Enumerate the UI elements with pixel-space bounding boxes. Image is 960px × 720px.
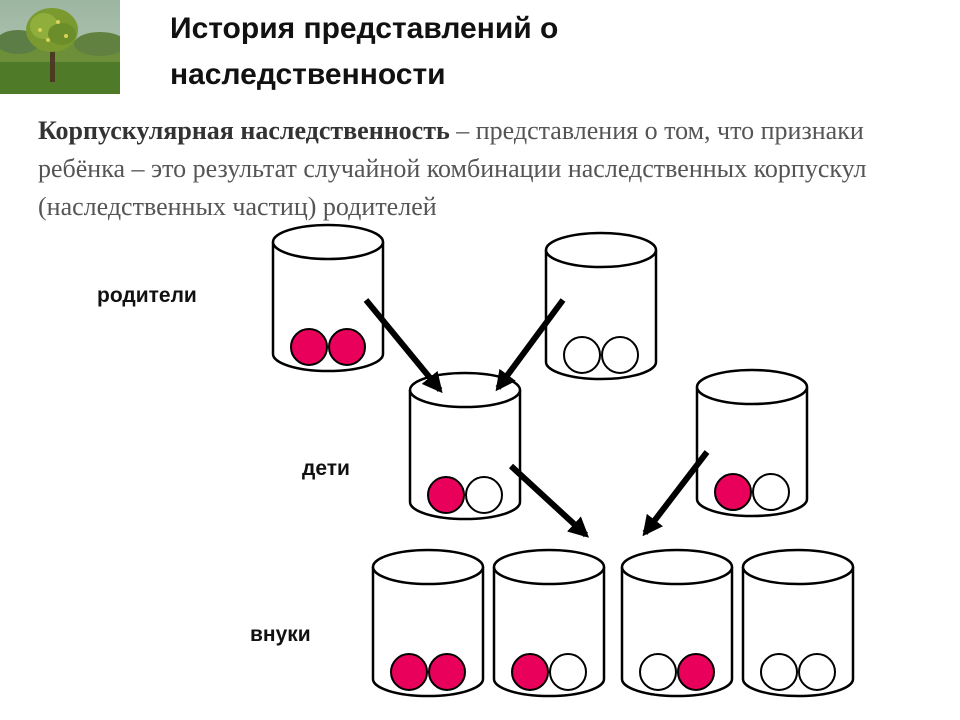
vessel-children-1: [408, 371, 522, 521]
label-grandchildren: внуки: [250, 623, 311, 646]
particle-filled: [390, 653, 428, 691]
particle-filled: [427, 476, 465, 514]
vessel-rim: [695, 368, 809, 406]
vessel-grandchildren-1: [371, 548, 485, 698]
particle-filled: [677, 653, 715, 691]
arrows: [363, 298, 710, 538]
title-line-1: История представлений о: [170, 12, 559, 45]
definition-text: – представления о том, что признаки ребё…: [38, 116, 867, 221]
particle-empty: [601, 336, 639, 374]
inheritance-arrow-2: [495, 298, 566, 392]
vessel-body: [271, 242, 385, 373]
vessel-body: [544, 250, 658, 381]
vessel-body: [371, 567, 485, 698]
label-children: дети: [302, 457, 350, 480]
vessel-children-2: [695, 368, 809, 518]
vessel-parents-1: [271, 223, 385, 373]
vessel-rim: [544, 231, 658, 269]
vessels: [271, 223, 855, 698]
vessel-rim: [371, 548, 485, 586]
definition-term: Корпускулярная наследственность: [38, 116, 450, 145]
vessel-parents-2: [544, 231, 658, 381]
title-line-2: наследственности: [170, 58, 446, 91]
slide-title: История представлений о наследственности: [170, 6, 950, 98]
inheritance-arrow-3: [508, 463, 590, 538]
particle-filled: [511, 653, 549, 691]
particle-filled: [290, 328, 328, 366]
particle-empty: [760, 653, 798, 691]
definition-paragraph: Корпускулярная наследственность – предст…: [38, 112, 938, 226]
particle-filled: [428, 653, 466, 691]
particle-empty: [752, 473, 790, 511]
vessel-body: [695, 387, 809, 518]
vessel-rim: [271, 223, 385, 261]
particle-filled: [714, 473, 752, 511]
vessel-body: [741, 567, 855, 698]
vessel-rim: [741, 548, 855, 586]
vessel-rim: [620, 548, 734, 586]
label-parents: родители: [97, 284, 197, 307]
particle-empty: [639, 653, 677, 691]
vessel-body: [492, 567, 606, 698]
tree-photo-icon: [0, 0, 120, 94]
vessel-grandchildren-4: [741, 548, 855, 698]
particle-empty: [563, 336, 601, 374]
particle-empty: [549, 653, 587, 691]
particle-empty: [798, 653, 836, 691]
inheritance-arrow-1: [363, 298, 443, 394]
vessel-body: [620, 567, 734, 698]
vessel-grandchildren-2: [492, 548, 606, 698]
vessel-rim: [492, 548, 606, 586]
vessel-body: [408, 390, 522, 521]
particle-filled: [328, 328, 366, 366]
particle-empty: [465, 476, 503, 514]
vessel-grandchildren-3: [620, 548, 734, 698]
inheritance-arrow-4: [642, 450, 710, 537]
